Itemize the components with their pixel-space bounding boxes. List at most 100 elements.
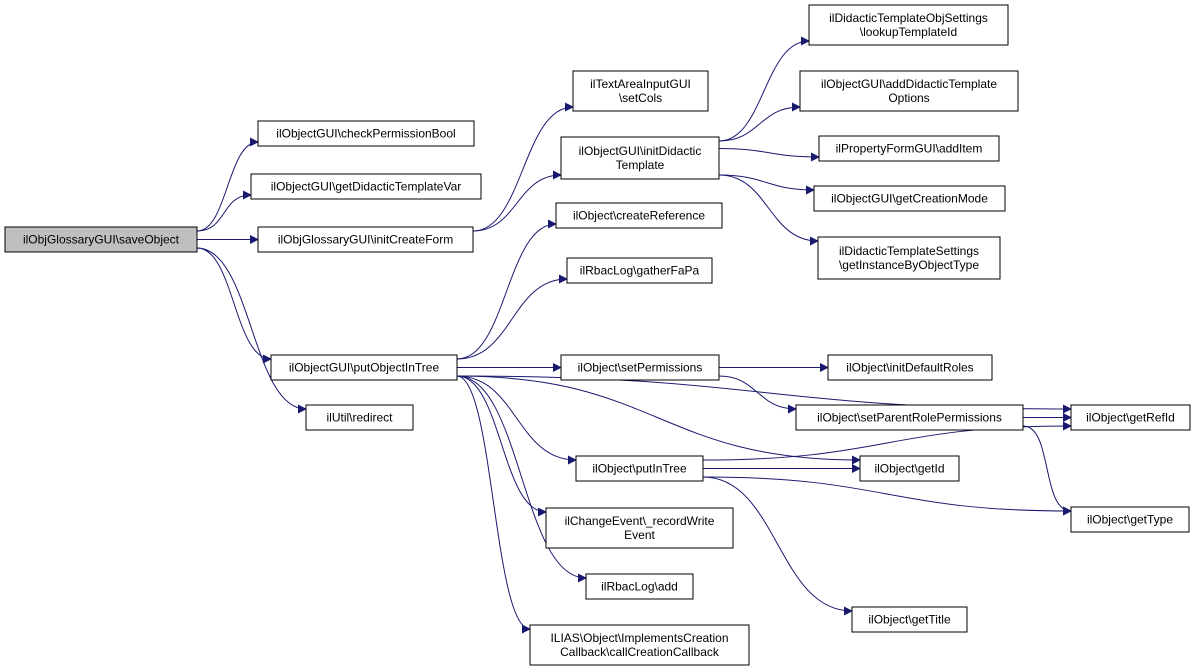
node-redirect[interactable]: ilUtil\redirect xyxy=(305,404,414,431)
node-label: ilObjGlossaryGUI\initCreateForm xyxy=(278,233,453,247)
node-box xyxy=(4,226,198,253)
edge-init-didactic-template-to-get-creation-mode xyxy=(718,174,815,195)
node-label: \lookupTemplateId xyxy=(860,25,957,39)
node-put-in-tree[interactable]: ilObject\putInTree xyxy=(575,455,704,482)
node-call-creation-callback[interactable]: ILIAS\Object\ImplementsCreationCallback\… xyxy=(529,624,750,666)
edge-put-in-tree-to-get-ref-id xyxy=(702,421,1072,461)
node-box xyxy=(566,257,713,284)
node-init-create-form[interactable]: ilObjGlossaryGUI\initCreateForm xyxy=(257,226,474,253)
node-put-object-in-tree[interactable]: ilObjectGUI\putObjectInTree xyxy=(270,354,458,381)
node-rbac-add[interactable]: ilRbacLog\add xyxy=(585,573,694,600)
node-label: ilObject\getType xyxy=(1087,513,1173,527)
node-label: Event xyxy=(624,528,655,542)
edge-put-in-tree-to-get-type xyxy=(702,476,1072,516)
node-box xyxy=(305,404,414,431)
node-label: Template xyxy=(616,158,665,172)
node-label: ilRbacLog\gatherFaPa xyxy=(580,264,700,278)
node-label: ilObjectGUI\checkPermissionBool xyxy=(276,127,455,141)
node-box xyxy=(257,226,474,253)
node-get-didactic-template-var[interactable]: ilObjectGUI\getDidacticTemplateVar xyxy=(250,173,482,200)
node-box xyxy=(529,624,750,666)
node-label: ilObject\getId xyxy=(874,462,944,476)
node-gather-fa-pa[interactable]: ilRbacLog\gatherFaPa xyxy=(566,257,713,284)
node-set-parent-role-permissions[interactable]: ilObject\setParentRolePermissions xyxy=(795,404,1024,431)
edge-put-object-in-tree-to-create-reference xyxy=(456,219,557,360)
edge-put-in-tree-to-get-title xyxy=(702,476,853,616)
node-box xyxy=(257,120,475,147)
edge-init-didactic-template-to-add-didactic-template-options xyxy=(718,102,801,142)
edge-set-permissions-to-set-parent-role-permissions xyxy=(718,375,797,414)
edge-save-object-to-check-permission-bool xyxy=(196,137,259,232)
node-get-ref-id[interactable]: ilObject\getRefId xyxy=(1070,404,1191,431)
node-get-instance-by-object-type[interactable]: ilDidacticTemplateSettings\getInstanceBy… xyxy=(817,236,1001,280)
node-label: ilObjectGUI\getCreationMode xyxy=(831,192,988,206)
node-label: ilTextAreaInputGUI xyxy=(590,77,691,91)
node-label: ilObjectGUI\initDidactic xyxy=(579,144,702,158)
edge-init-didactic-template-to-add-item xyxy=(718,148,820,162)
node-label: \getInstanceByObjectType xyxy=(839,258,979,272)
node-get-id[interactable]: ilObject\getId xyxy=(859,455,960,482)
node-label: ILIAS\Object\ImplementsCreation xyxy=(550,631,728,645)
node-label: ilObject\setParentRolePermissions xyxy=(817,411,1002,425)
node-label: ilObjectGUI\addDidacticTemplate xyxy=(821,77,997,91)
node-add-item[interactable]: ilPropertyFormGUI\addItem xyxy=(818,135,1000,162)
node-label: ilUtil\redirect xyxy=(326,411,393,425)
node-label: ilRbacLog\add xyxy=(601,580,678,594)
edge-put-object-in-tree-to-rbac-add xyxy=(456,375,587,583)
node-label: ilObject\createReference xyxy=(573,209,705,223)
node-label: Options xyxy=(888,91,929,105)
node-box xyxy=(250,173,482,200)
edge-init-create-form-to-init-didactic-template xyxy=(472,170,562,232)
edge-set-parent-role-permissions-to-get-type xyxy=(1022,425,1072,516)
node-box xyxy=(851,606,968,633)
edge-save-object-to-put-object-in-tree xyxy=(196,247,272,364)
node-label: ilObject\putInTree xyxy=(592,462,687,476)
node-label: ilObjectGUI\putObjectInTree xyxy=(289,361,440,375)
node-box xyxy=(545,507,734,549)
edge-put-object-in-tree-to-get-ref-id xyxy=(456,375,1072,414)
node-box xyxy=(818,135,1000,162)
node-label: ilObject\initDefaultRoles xyxy=(846,361,973,375)
node-label: \setCols xyxy=(619,91,662,105)
edge-init-didactic-template-to-lookup-template-id xyxy=(718,36,810,142)
node-set-permissions[interactable]: ilObject\setPermissions xyxy=(560,354,720,381)
node-label: ilPropertyFormGUI\addItem xyxy=(836,142,983,156)
node-get-title[interactable]: ilObject\getTitle xyxy=(851,606,968,633)
node-label: ilDidacticTemplateObjSettings xyxy=(829,11,988,25)
node-box xyxy=(817,236,1001,280)
node-label: ilObjectGUI\getDidacticTemplateVar xyxy=(271,180,462,194)
node-check-permission-bool[interactable]: ilObjectGUI\checkPermissionBool xyxy=(257,120,475,147)
node-init-default-roles[interactable]: ilObject\initDefaultRoles xyxy=(827,354,993,381)
node-label: ilObject\getTitle xyxy=(868,613,951,627)
node-box xyxy=(859,455,960,482)
edge-put-object-in-tree-to-put-in-tree xyxy=(456,375,577,465)
node-get-creation-mode[interactable]: ilObjectGUI\getCreationMode xyxy=(813,185,1006,212)
node-box xyxy=(555,202,723,229)
node-label: ilChangeEvent\_recordWrite xyxy=(565,514,715,528)
node-box xyxy=(575,455,704,482)
node-box xyxy=(813,185,1006,212)
node-box xyxy=(808,4,1009,46)
node-label: Callback\callCreationCallback xyxy=(560,645,720,659)
node-create-reference[interactable]: ilObject\createReference xyxy=(555,202,723,229)
node-get-type[interactable]: ilObject\getType xyxy=(1070,506,1190,533)
node-label: ilObject\getRefId xyxy=(1086,411,1175,425)
node-box xyxy=(560,354,720,381)
node-label: ilObjGlossaryGUI\saveObject xyxy=(23,233,180,247)
edge-save-object-to-get-didactic-template-var xyxy=(196,190,252,232)
edge-init-create-form-to-set-cols xyxy=(472,102,574,232)
node-box xyxy=(1070,404,1191,431)
node-lookup-template-id[interactable]: ilDidacticTemplateObjSettings\lookupTemp… xyxy=(808,4,1009,46)
edge-init-didactic-template-to-get-instance-by-object-type xyxy=(718,174,819,246)
node-set-cols[interactable]: ilTextAreaInputGUI\setCols xyxy=(572,70,709,112)
edge-put-object-in-tree-to-gather-fa-pa xyxy=(456,274,568,360)
node-box xyxy=(270,354,458,381)
node-label: ilObject\setPermissions xyxy=(578,361,703,375)
node-label: ilDidacticTemplateSettings xyxy=(839,244,979,258)
node-save-object[interactable]: ilObjGlossaryGUI\saveObject xyxy=(4,226,198,253)
node-box xyxy=(799,70,1019,112)
